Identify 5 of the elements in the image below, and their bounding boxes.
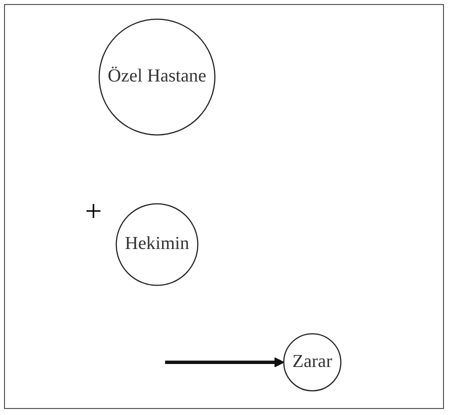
- circle-node: Özel Hastane: [98, 18, 216, 136]
- circle-node: Hekimin: [116, 203, 198, 286]
- arrow: [165, 357, 284, 368]
- circle-node: Zarar: [283, 333, 342, 392]
- plus-sign: +: [85, 195, 102, 228]
